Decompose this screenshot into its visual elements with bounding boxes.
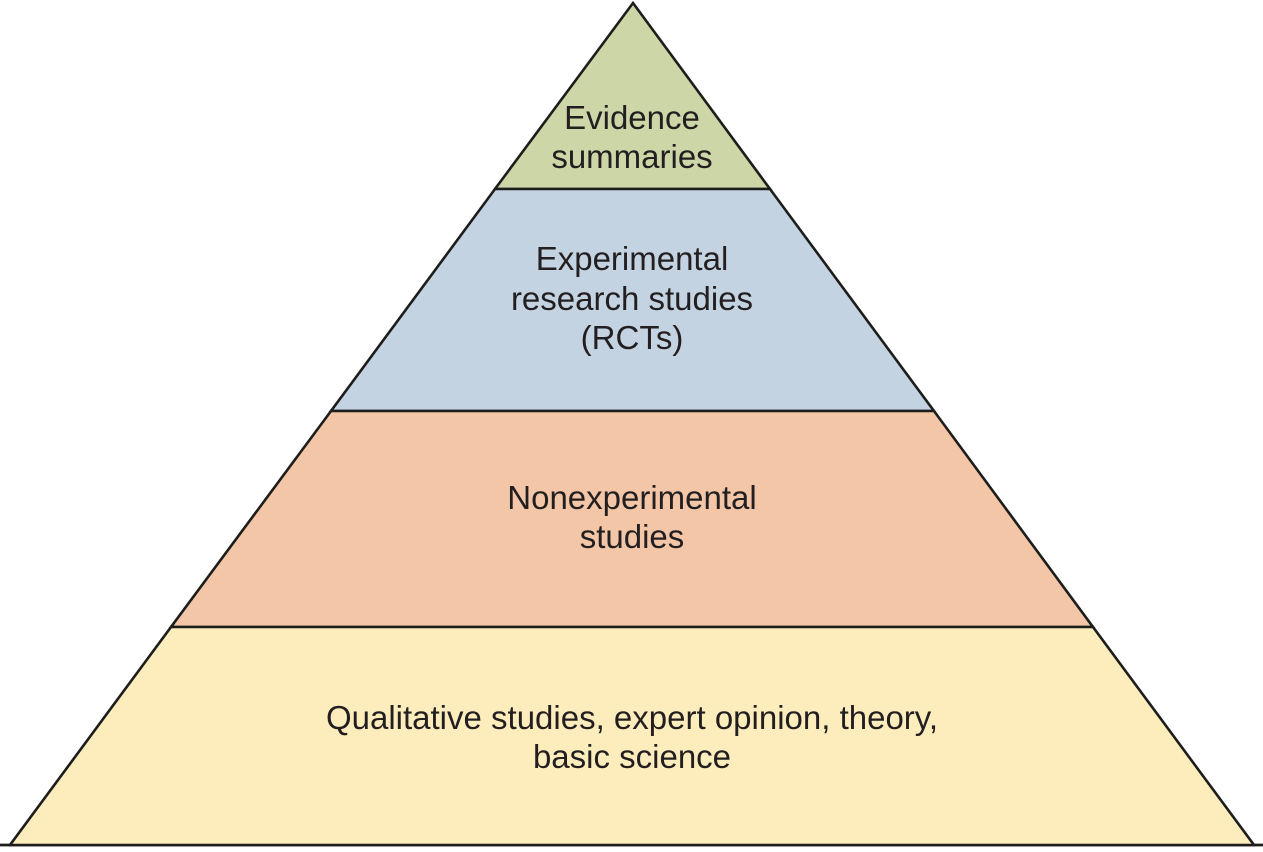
level-2-label-line-3: (RCTs) <box>581 319 684 356</box>
pyramid-level-evidence-summaries: Evidence summaries <box>492 0 773 191</box>
level-2-label-line-1: Experimental <box>536 240 729 277</box>
pyramid-level-nonexperimental-studies: Nonexperimental studies <box>168 409 1096 629</box>
level-4-label-line-2: basic science <box>533 738 731 775</box>
level-2-label-line-2: research studies <box>511 280 753 317</box>
level-1-label-line-1: Evidence <box>564 99 700 136</box>
level-1-label-line-2: summaries <box>551 138 712 175</box>
pyramid-level-qualitative-studies: Qualitative studies, expert opinion, the… <box>7 625 1257 847</box>
level-4-label-line-1: Qualitative studies, expert opinion, the… <box>326 699 938 736</box>
level-4-shape <box>7 625 1257 847</box>
level-3-label-line-1: Nonexperimental <box>507 479 756 516</box>
pyramid-level-experimental-research-studies: Experimental research studies (RCTs) <box>328 187 937 413</box>
level-3-label-line-2: studies <box>580 518 685 555</box>
